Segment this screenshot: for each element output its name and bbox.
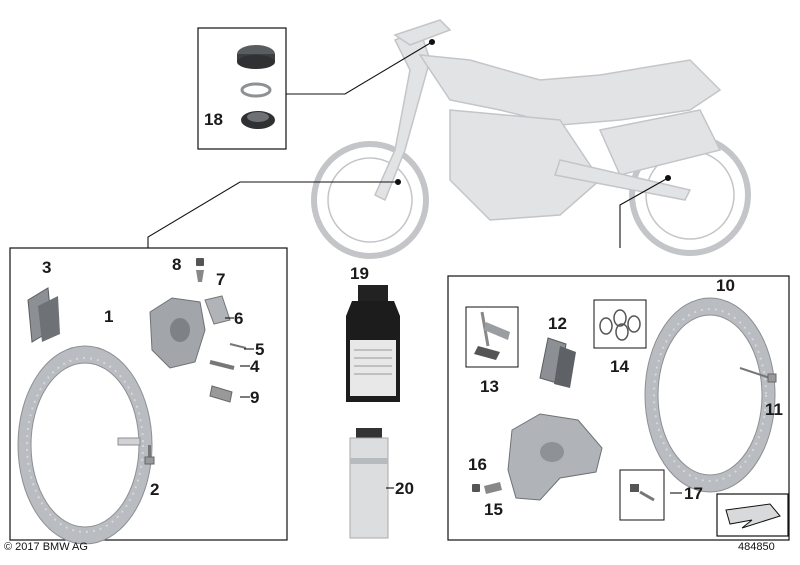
rear-bleed-cap	[472, 484, 480, 492]
callout-6: 6	[234, 309, 244, 328]
bolt-kit-box	[619, 469, 665, 521]
handlebar	[393, 19, 452, 46]
reservoir-cap-bottom	[237, 55, 275, 69]
rear-caliper-small-parts	[472, 482, 502, 494]
callout-1: 1	[104, 307, 114, 326]
rear-disc-bolt-head	[767, 373, 777, 383]
front-caliper-piston	[170, 318, 190, 342]
rear-brake-box	[447, 275, 790, 541]
callout-5: 5	[255, 340, 265, 359]
callout-16: 16	[468, 455, 487, 474]
callout-14: 14	[610, 357, 629, 376]
pad-spring	[204, 295, 231, 325]
rear-disc-bolt-shank	[739, 367, 771, 379]
rear-pad-spring	[484, 322, 510, 340]
rear-brake-pads-part	[539, 337, 576, 388]
rear-disc-bolt-part	[739, 367, 777, 383]
callout-12: 12	[548, 314, 567, 333]
copyright-notice: © 2017 BMW AG	[4, 541, 88, 553]
callout-11: 11	[765, 400, 783, 419]
rear-caliper-part	[507, 413, 603, 501]
spray-can-cap	[356, 428, 382, 438]
front-brake-disc-part	[17, 345, 153, 545]
engine-block	[449, 109, 601, 221]
front-brake-pads-part	[27, 287, 60, 343]
front-disc-bolt-shank	[148, 445, 151, 459]
reservoir-cap-part	[237, 45, 275, 129]
bolt-kit-part	[630, 484, 655, 502]
leader-dot-rear	[664, 174, 672, 182]
front-caliper-part	[149, 297, 206, 369]
front-disc-bolt-part	[144, 445, 155, 465]
leader-dot-reservoir	[428, 38, 436, 46]
bolt-kit-bolt	[639, 490, 655, 502]
front-disc-bolt-head	[144, 456, 155, 465]
callout-8: 8	[172, 255, 182, 274]
front-wheel	[311, 141, 429, 259]
bolt-kit-nut	[630, 484, 639, 492]
reservoir-ring	[240, 82, 272, 98]
rear-caliper-piston	[540, 442, 564, 462]
rear-disc-hub-opening	[657, 314, 763, 476]
callout-17: 17	[684, 484, 703, 503]
seal-ring-2	[613, 309, 627, 327]
spray-can-band	[350, 458, 388, 464]
pad-pin-clip	[229, 343, 247, 349]
seal-ring-1	[599, 317, 613, 335]
bottle-cap	[358, 285, 388, 301]
seal-ring-4	[627, 315, 641, 333]
callout-19: 19	[350, 264, 369, 283]
rear-bleed-screw	[484, 482, 502, 494]
leader-reservoir	[286, 41, 433, 95]
leader-lines	[147, 38, 672, 248]
callout-18: 18	[204, 110, 223, 129]
brake-fluid-bottle-part	[346, 285, 400, 402]
tank-and-seat	[418, 54, 722, 126]
reservoir-box	[197, 27, 287, 150]
rear-pad-right	[554, 346, 576, 388]
seal-kit-part	[599, 309, 641, 341]
rear-brake-disc-part	[644, 297, 776, 493]
callout-13: 13	[480, 377, 499, 396]
callout-7: 7	[216, 270, 226, 289]
spray-can-body	[349, 437, 389, 539]
swingarm	[554, 159, 692, 201]
leader-dot-front	[394, 178, 402, 186]
callout-2: 2	[150, 480, 160, 499]
caliper-bolt	[209, 385, 233, 403]
front-caliper-small-parts	[196, 258, 247, 403]
seal-ring-3	[615, 323, 629, 341]
bleed-screw	[196, 270, 204, 282]
leader-front-brake	[147, 181, 398, 248]
leader-rear-brake	[619, 177, 669, 248]
callout-9: 9	[250, 388, 260, 407]
spray-can-part	[349, 428, 389, 539]
motorcycle-illustration	[311, 19, 751, 259]
navigation-arrow-box[interactable]	[716, 493, 789, 537]
rear-disc-holes	[653, 308, 767, 482]
callout-3: 3	[42, 258, 52, 277]
diagram-number: 484850	[738, 541, 775, 553]
front-disc	[327, 157, 413, 243]
callout-10: 10	[716, 276, 735, 295]
exhaust	[598, 109, 722, 176]
rear-pad-clip	[474, 346, 500, 360]
front-disc-holes	[26, 357, 144, 533]
front-brake-box	[9, 247, 288, 541]
pad-pin	[209, 360, 235, 370]
seal-kit-box	[593, 299, 647, 349]
callout-4: 4	[250, 357, 260, 376]
reservoir-diaphragm-top	[247, 112, 269, 122]
front-pad-right	[38, 296, 60, 342]
callout-15: 15	[484, 500, 503, 519]
rear-pad-kit-part	[474, 311, 510, 360]
bleed-cap	[196, 258, 204, 266]
callout-20: 20	[395, 479, 414, 498]
rear-pad-kit-box	[465, 306, 519, 368]
front-disc-carrier-tab	[117, 437, 141, 446]
nav-arrow-icon	[725, 503, 781, 529]
bottle-label	[350, 340, 396, 396]
